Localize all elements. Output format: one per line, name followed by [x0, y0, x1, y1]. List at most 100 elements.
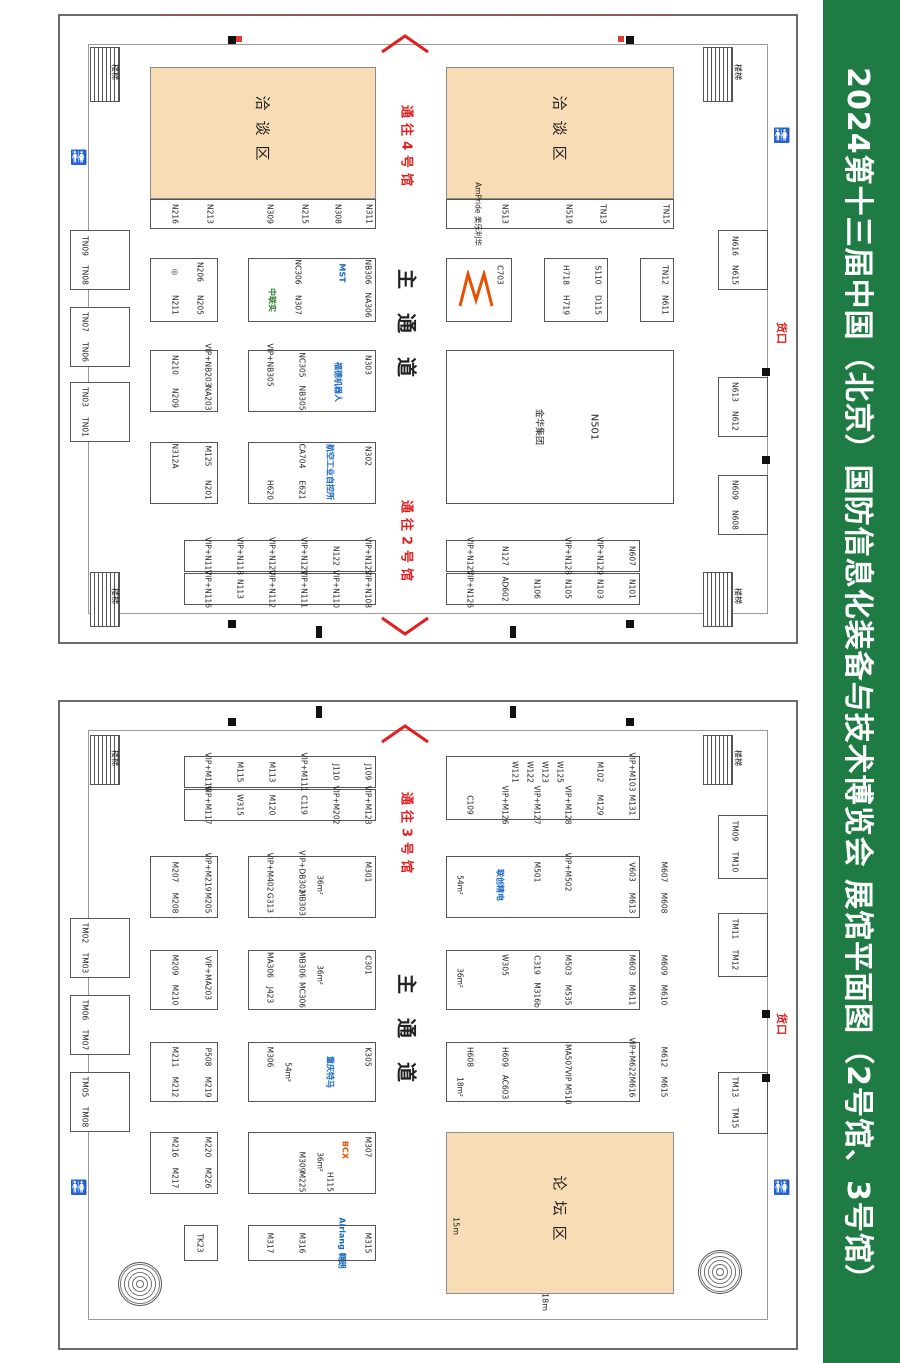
area-label: 36m²: [315, 875, 325, 895]
lounge-area-right: [446, 67, 674, 199]
booth-label: MC306: [297, 981, 307, 1009]
booth-block-f: [248, 442, 376, 504]
booth-label: TN09: [80, 236, 90, 256]
booth-label: K305: [363, 1047, 373, 1067]
booth-label: M613: [627, 892, 637, 914]
booth-label: W315: [235, 794, 245, 816]
passage-to-hall-4: 通往4号馆: [398, 104, 414, 192]
booth-label: C109: [465, 795, 475, 815]
booth-label: NA203: [203, 385, 213, 411]
stair-icon: [703, 735, 733, 785]
door-marker: [626, 36, 634, 44]
booth-block-e: [150, 442, 218, 504]
booth-label: N519: [564, 204, 574, 224]
chongqing-logo: 重庆特马: [325, 1056, 335, 1088]
booth-label: TN13: [598, 204, 608, 224]
hall-bottom: [58, 700, 798, 1350]
booth-label: TM02: [80, 922, 90, 944]
booth-block-m2: [150, 856, 218, 918]
booth-label: TM06: [80, 999, 90, 1021]
door-marker: [762, 368, 770, 376]
booth-label: W125: [555, 761, 565, 783]
booth-label: VIP M510: [563, 1069, 573, 1105]
booth-block-c: [150, 350, 218, 412]
booth-label: VIP+N129: [595, 536, 605, 576]
booth-n609: [718, 475, 768, 535]
booth-label: N105: [563, 579, 573, 599]
arrow-down-icon: [381, 616, 429, 636]
cargo-door-label-top: 货口: [775, 322, 788, 344]
booth-block-m4b: [248, 1042, 376, 1102]
booth-label: M603: [627, 954, 637, 976]
aviation-logo: 航空工业自控所: [325, 444, 335, 500]
booth-label: M211: [170, 1046, 180, 1068]
booth-tn09: [70, 230, 130, 290]
zhonglianshen-logo: 中联实: [267, 288, 277, 312]
booth-label: M210: [170, 984, 180, 1006]
booth-tm11: [718, 913, 768, 977]
booth-label: M131: [627, 794, 637, 816]
toilet-icon: 🚻: [773, 1180, 791, 1196]
vip-row-m-a: [184, 756, 376, 788]
booth-block-i: [640, 258, 674, 322]
vip-row-upper-b: [446, 573, 640, 605]
booth-label: TM11: [730, 918, 740, 940]
booth-label: VIP+M127: [532, 785, 542, 825]
booth-label: N616: [730, 236, 740, 256]
banner-title: 2024第十三届中国（北京）国防信息化装备与技术博览会 展馆平面图（2号馆、3号…: [840, 67, 875, 1295]
booth-label: N607: [627, 546, 637, 566]
booth-label: D115: [593, 294, 603, 316]
mst-logo: MST: [337, 263, 347, 283]
booth-tm09: [718, 815, 768, 879]
booth-label: H620: [265, 480, 275, 500]
booth-label: N216: [170, 204, 180, 224]
booth-label: M607: [659, 861, 669, 883]
booth-label: N608: [730, 510, 740, 530]
stair-label: 楼梯: [110, 750, 120, 766]
booth-label: MB303: [297, 890, 307, 916]
booth-label: NB305: [297, 385, 307, 411]
booth-label: VIP+M402: [265, 852, 275, 892]
booth-label: W122: [525, 761, 535, 783]
stair-icon: [90, 47, 120, 102]
booth-block-r4: [446, 950, 640, 1010]
booth-label: NA306: [363, 292, 373, 318]
door-marker: [762, 1074, 770, 1082]
stair-label: 楼梯: [733, 64, 743, 80]
booth-label: VIP+N126: [465, 569, 475, 609]
booth-label: J423: [265, 986, 275, 1004]
booth-block-b: [248, 258, 376, 322]
booth-label: N513: [500, 204, 510, 224]
door-marker: [510, 706, 516, 718]
booth-block-m6: [248, 1225, 376, 1261]
booth-label: TN07: [80, 312, 90, 332]
booth-label: VIP+N110: [331, 569, 341, 609]
booth-label: TN06: [80, 342, 90, 362]
booth-label: AC603: [500, 1074, 510, 1100]
booth-label: VIP+N128: [563, 536, 573, 576]
booth-label: W123: [540, 761, 550, 783]
title-banner: [823, 0, 900, 1363]
booth-label: N122: [331, 546, 341, 566]
booth-label: M226: [203, 1167, 213, 1189]
lounge-label-right: 洽谈区: [550, 95, 569, 171]
vip-row-upper-a: [446, 540, 640, 572]
booth-label: TN08: [80, 265, 90, 285]
booth-label: C301: [363, 955, 373, 975]
booth-label: TM05: [80, 1076, 90, 1098]
booth-label: N210: [170, 355, 180, 375]
stair-label: 楼梯: [110, 64, 120, 80]
booth-label: VIP+M128: [563, 785, 573, 825]
booth-label: N209: [170, 388, 180, 408]
door-marker: [762, 1010, 770, 1018]
booth-label: M125: [203, 445, 213, 467]
booth-label: N302: [363, 446, 373, 466]
booth-label: VIP+M111: [299, 752, 309, 792]
booth-label: N206: [195, 262, 205, 282]
booth-label: M316b: [532, 982, 542, 1008]
forum-area: [446, 1132, 674, 1294]
booth-label: N613: [730, 382, 740, 402]
booth-tk23: [184, 1225, 218, 1261]
booth-label: N215: [300, 204, 310, 224]
booth-label: N615: [730, 265, 740, 285]
